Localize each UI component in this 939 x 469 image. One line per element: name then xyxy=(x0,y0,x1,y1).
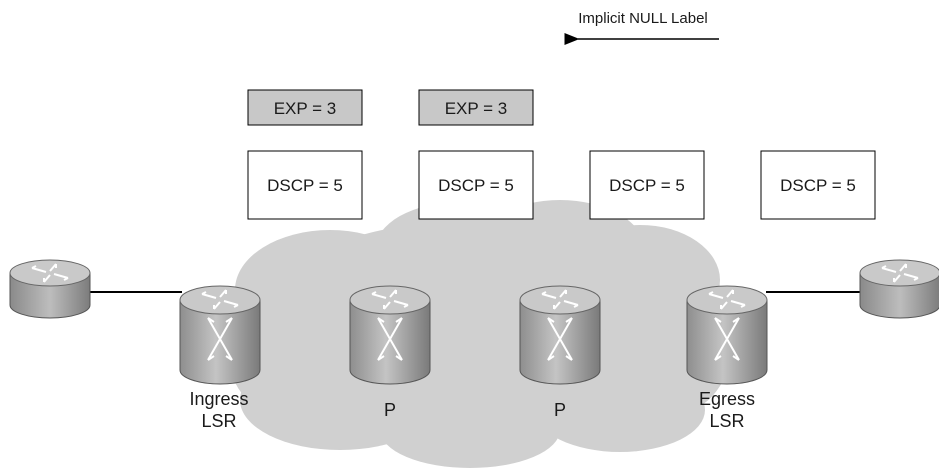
implicit-null-label: Implicit NULL Label xyxy=(578,10,708,27)
p-router-1-icon xyxy=(349,285,431,385)
egress-label-line1: Egress xyxy=(699,389,755,409)
p1-label: P xyxy=(384,400,396,420)
edge-router-left-icon xyxy=(9,259,91,319)
dscp-box-4: DSCP = 5 xyxy=(760,150,876,220)
dscp-label: DSCP = 5 xyxy=(267,176,343,195)
egress-label-line2: LSR xyxy=(709,411,744,431)
dscp-box-1: DSCP = 5 xyxy=(247,150,363,220)
ingress-lsr-router-icon xyxy=(179,285,261,385)
egress-lsr-router-icon xyxy=(686,285,768,385)
implicit-null-legend: Implicit NULL Label xyxy=(564,10,719,45)
ingress-label-line2: LSR xyxy=(201,411,236,431)
dscp-label: DSCP = 5 xyxy=(609,176,685,195)
dscp-box-3: DSCP = 5 xyxy=(589,150,705,220)
node-labels: Ingress LSR P P Egress LSR xyxy=(189,389,755,431)
edge-router-right-icon xyxy=(859,259,939,319)
mpls-cloud xyxy=(230,200,730,468)
dscp-label: DSCP = 5 xyxy=(438,176,514,195)
p2-label: P xyxy=(554,400,566,420)
ingress-label-line1: Ingress xyxy=(189,389,248,409)
dscp-label: DSCP = 5 xyxy=(780,176,856,195)
exp-box-1: EXP = 3 xyxy=(247,89,363,126)
exp-label: EXP = 3 xyxy=(445,99,508,118)
exp-label: EXP = 3 xyxy=(274,99,337,118)
p-router-2-icon xyxy=(519,285,601,385)
exp-box-2: EXP = 3 xyxy=(418,89,534,126)
dscp-box-2: DSCP = 5 xyxy=(418,150,534,220)
